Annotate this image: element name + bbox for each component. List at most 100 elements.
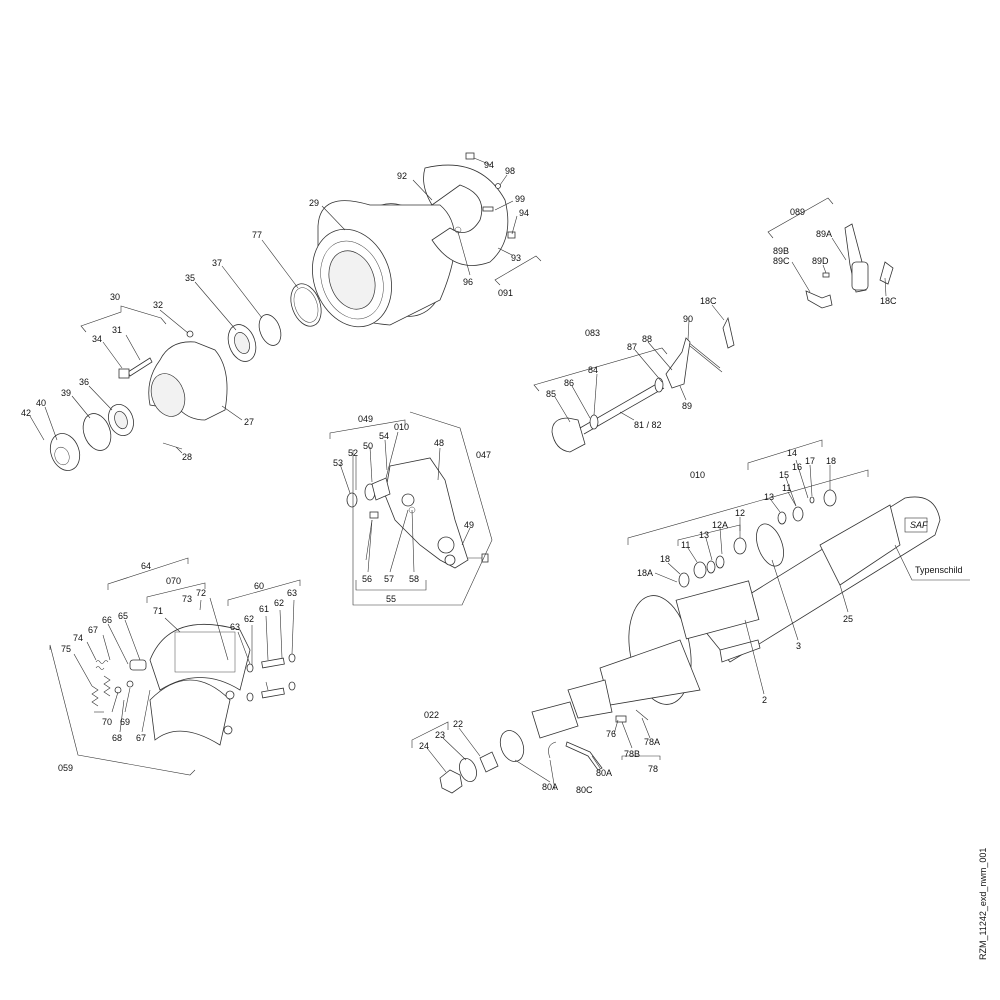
label-89C: 89C: [773, 256, 790, 266]
label-86: 86: [564, 378, 574, 388]
label-72: 72: [196, 588, 206, 598]
wheel-stud: [127, 357, 153, 377]
label-67: 67: [88, 625, 98, 635]
label-99: 99: [515, 194, 525, 204]
label-54: 54: [379, 431, 389, 441]
label-52: 52: [348, 448, 358, 458]
label-94b: 94: [519, 208, 529, 218]
label-010b: 010: [690, 470, 705, 480]
label-16: 16: [792, 462, 802, 472]
label-37: 37: [212, 258, 222, 268]
label-61: 61: [259, 604, 269, 614]
label-32: 32: [153, 300, 163, 310]
label-2: 2: [762, 695, 767, 705]
label-78B: 78B: [624, 749, 640, 759]
label-69: 69: [120, 717, 130, 727]
label-63: 63: [287, 588, 297, 598]
brake-shoes: [149, 623, 251, 746]
brake-flange: [756, 523, 784, 567]
label-50: 50: [363, 441, 373, 451]
label-091: 091: [498, 288, 513, 298]
label-049: 049: [358, 414, 373, 424]
label-57: 57: [384, 574, 394, 584]
label-12A: 12A: [712, 520, 728, 530]
label-84: 84: [588, 365, 598, 375]
label-13b: 13: [699, 530, 709, 540]
label-40: 40: [36, 398, 46, 408]
label-56: 56: [362, 574, 372, 584]
label-77: 77: [252, 230, 262, 240]
label-71: 71: [153, 606, 163, 616]
brake-camshaft: [551, 337, 691, 453]
label-typenschild: Typenschild: [915, 565, 963, 575]
label-010a: 010: [394, 422, 409, 432]
label-089: 089: [790, 207, 805, 217]
label-89B: 89B: [773, 246, 789, 256]
label-75: 75: [61, 644, 71, 654]
label-29: 29: [309, 198, 319, 208]
label-070: 070: [166, 576, 181, 586]
hub-cap: [49, 433, 81, 471]
label-88: 88: [642, 334, 652, 344]
label-3: 3: [796, 641, 801, 651]
label-23: 23: [435, 730, 445, 740]
label-12: 12: [735, 508, 745, 518]
label-80A-b: 80A: [542, 782, 558, 792]
axle-beam: [531, 496, 941, 739]
label-059: 059: [58, 763, 73, 773]
seal-ring: [290, 283, 322, 327]
label-49: 49: [464, 520, 474, 530]
label-60: 60: [254, 581, 264, 591]
label-48: 48: [434, 438, 444, 448]
saf-logo: SAF: [910, 520, 928, 530]
label-80C: 80C: [576, 785, 593, 795]
leader-lines: [29, 157, 887, 791]
label-022: 022: [424, 710, 439, 720]
label-58: 58: [409, 574, 419, 584]
label-64: 64: [141, 561, 151, 571]
label-18: 18: [826, 456, 836, 466]
label-31: 31: [112, 325, 122, 335]
slack-adjuster: [805, 223, 894, 309]
label-74: 74: [73, 633, 83, 643]
brake-drum: [312, 200, 456, 328]
brake-carrier: [384, 457, 469, 569]
label-62b: 62: [274, 598, 284, 608]
oil-seal: [258, 314, 282, 346]
label-92: 92: [397, 171, 407, 181]
label-17: 17: [805, 456, 815, 466]
label-76: 76: [606, 729, 616, 739]
label-65: 65: [118, 611, 128, 621]
label-22: 22: [453, 719, 463, 729]
label-78: 78: [648, 764, 658, 774]
label-11b: 11: [681, 540, 690, 550]
label-35: 35: [185, 273, 195, 283]
label-63b: 63: [230, 622, 240, 632]
label-62: 62: [244, 614, 254, 624]
label-89D: 89D: [812, 256, 829, 266]
label-78A: 78A: [644, 737, 660, 747]
label-53: 53: [333, 458, 343, 468]
label-15: 15: [779, 470, 789, 480]
label-68: 68: [112, 733, 122, 743]
label-083: 083: [585, 328, 600, 338]
label-28: 28: [182, 452, 192, 462]
label-89A: 89A: [816, 229, 832, 239]
label-94: 94: [484, 160, 494, 170]
label-55: 55: [386, 594, 396, 604]
label-70: 70: [102, 717, 112, 727]
brake-lever-link: [722, 316, 735, 349]
label-87: 87: [627, 342, 637, 352]
label-36: 36: [79, 377, 89, 387]
axle-nut: [439, 769, 463, 794]
label-85: 85: [546, 389, 556, 399]
label-24: 24: [419, 741, 429, 751]
label-18b: 18: [660, 554, 670, 564]
label-18C: 18C: [880, 296, 897, 306]
label-18A: 18A: [637, 568, 653, 578]
figure-id: RZM_11242_exd_nwm_001: [978, 847, 988, 960]
circlip: [499, 730, 525, 762]
label-98: 98: [505, 166, 515, 176]
part-labels: 94 98 92 99 94 29 93 96 091 089 89A 89B …: [21, 160, 963, 795]
